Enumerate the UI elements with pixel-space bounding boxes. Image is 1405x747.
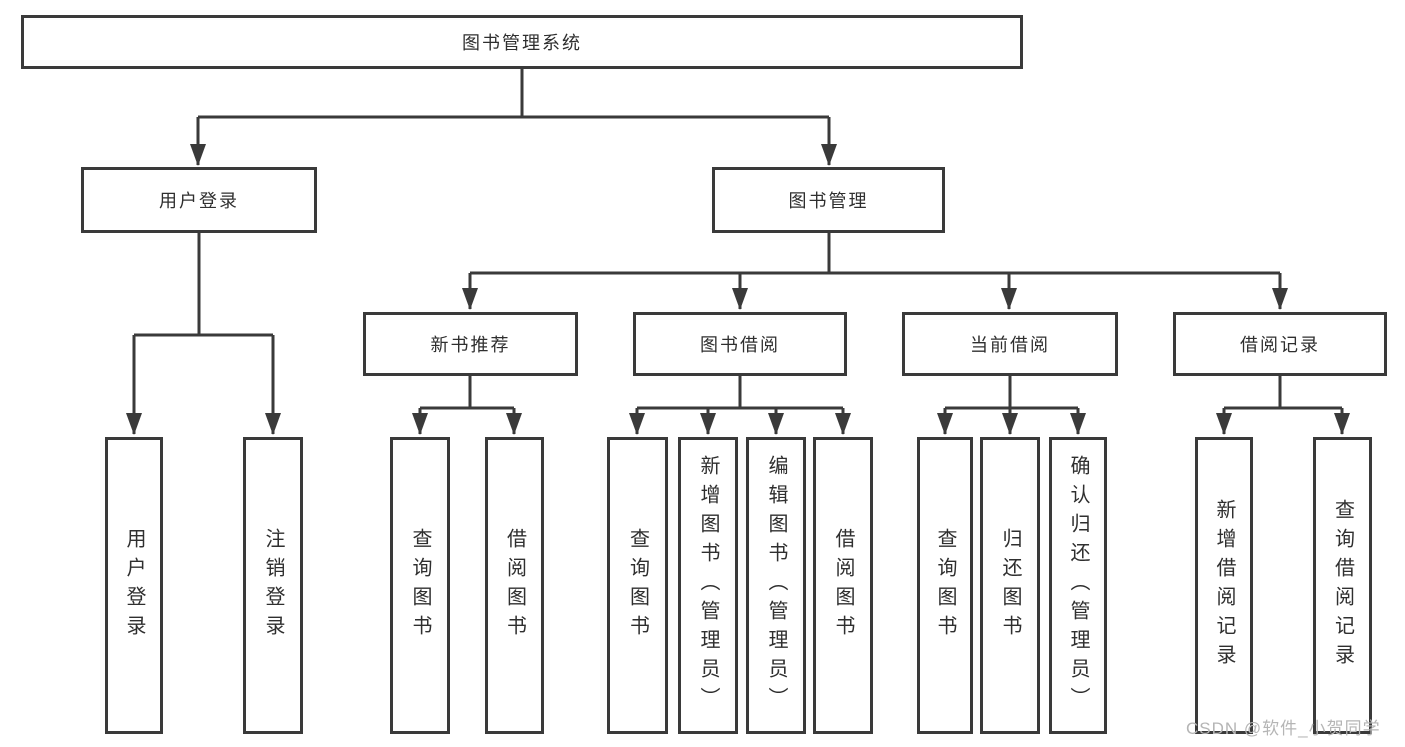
node-label: 图书管理 bbox=[788, 191, 869, 211]
node-library-management-system: 图书管理系统 bbox=[21, 15, 1023, 69]
node-leaf-logout: 注销登录 bbox=[243, 437, 303, 734]
node-leaf-add-borrow-record: 新增借阅记录 bbox=[1195, 437, 1253, 734]
node-current-borrow: 当前借阅 bbox=[902, 312, 1118, 376]
node-label: 借阅图书 bbox=[503, 527, 526, 644]
node-label: 查询借阅记录 bbox=[1331, 498, 1354, 673]
tree-connectors bbox=[126, 69, 1350, 435]
node-leaf-borrow-books: 借阅图书 bbox=[813, 437, 873, 734]
node-new-book-recommend: 新书推荐 bbox=[363, 312, 578, 376]
node-leaf-query-books-borrow: 查询图书 bbox=[607, 437, 668, 734]
node-leaf-edit-books-admin: 编辑图书（管理员） bbox=[746, 437, 806, 734]
node-label: 编辑图书（管理员） bbox=[765, 455, 787, 716]
node-label: 用户登录 bbox=[123, 527, 145, 644]
node-label: 新增借阅记录 bbox=[1213, 498, 1235, 673]
node-label: 查询图书 bbox=[934, 527, 956, 644]
node-leaf-user-login: 用户登录 bbox=[105, 437, 163, 734]
node-label: 注销登录 bbox=[262, 527, 284, 644]
node-leaf-query-borrow-record: 查询借阅记录 bbox=[1313, 437, 1372, 734]
node-label: 图书管理系统 bbox=[462, 33, 582, 53]
node-user-login-branch: 用户登录 bbox=[81, 167, 317, 233]
node-borrow-records: 借阅记录 bbox=[1173, 312, 1387, 376]
node-leaf-query-books-current: 查询图书 bbox=[917, 437, 973, 734]
node-label: 确认归还（管理员） bbox=[1067, 455, 1089, 716]
node-label: 新书推荐 bbox=[430, 335, 511, 355]
node-book-borrow: 图书借阅 bbox=[633, 312, 847, 376]
node-leaf-confirm-return-admin: 确认归还（管理员） bbox=[1049, 437, 1107, 734]
node-label: 当前借阅 bbox=[970, 335, 1050, 355]
node-label: 查询图书 bbox=[409, 527, 431, 644]
node-leaf-return-books: 归还图书 bbox=[980, 437, 1040, 734]
node-leaf-borrow-books-recommend: 借阅图书 bbox=[485, 437, 544, 734]
node-book-management-branch: 图书管理 bbox=[712, 167, 945, 233]
csdn-watermark: CSDN @软件_小贺同学 bbox=[1186, 719, 1381, 738]
node-label: 新增图书（管理员） bbox=[697, 455, 719, 716]
node-label: 查询图书 bbox=[626, 527, 649, 644]
node-label: 归还图书 bbox=[999, 527, 1021, 644]
node-leaf-query-books-recommend: 查询图书 bbox=[390, 437, 450, 734]
node-label: 图书借阅 bbox=[700, 335, 780, 355]
node-leaf-add-books-admin: 新增图书（管理员） bbox=[678, 437, 738, 734]
node-label: 借阅图书 bbox=[832, 527, 854, 644]
node-label: 借阅记录 bbox=[1240, 335, 1320, 355]
node-label: 用户登录 bbox=[159, 191, 239, 211]
